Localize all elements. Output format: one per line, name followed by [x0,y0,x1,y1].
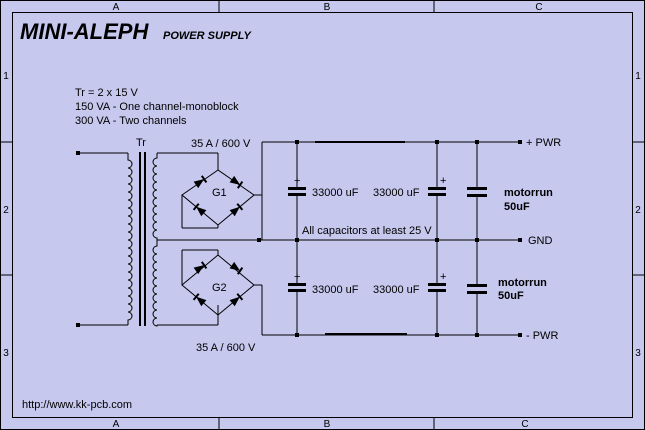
output-pos-label: + PWR [526,137,561,149]
col-label-b-bottom: B [324,419,331,430]
bridge-g1-diodes [192,175,244,217]
cap-value: 33000 uF [373,284,420,296]
col-label-a-bottom: A [113,419,120,430]
note-line: Tr = 2 x 15 V [75,87,139,99]
wiring [157,141,520,336]
col-label-b-top: B [324,2,331,13]
motorrun-label: motorrun [498,277,547,289]
junction-dots [295,140,522,337]
bridge-g2-diodes [192,261,244,307]
col-label-c-bottom: C [521,419,528,430]
cap-value: 33000 uF [373,187,420,199]
plus-sign: + [440,175,446,187]
plus-sign: + [294,175,300,187]
transformer [76,151,158,327]
row-label-1-right: 1 [635,71,641,82]
bridge-g1-label: G1 [212,187,227,199]
inner-frame [12,12,633,418]
row-label-3-right: 3 [635,348,641,359]
row-label-2-left: 2 [3,205,9,216]
row-label-2-right: 2 [635,205,641,216]
note-line: 150 VA - One channel-monoblock [75,101,239,113]
col-label-a-top: A [113,2,120,13]
cap-value: 33000 uF [312,187,359,199]
motorrun-label: motorrun [504,187,553,199]
motorrun-value: 50uF [504,201,530,213]
col-label-c-top: C [535,2,542,13]
bridge-g2-label: G2 [212,282,227,294]
plus-sign: + [440,271,446,283]
note-line: 300 VA - Two channels [75,115,187,127]
bridge-g1-rating: 35 A / 600 V [191,138,251,150]
row-label-1-left: 1 [3,71,9,82]
website-url: http://www.kk-pcb.com [22,399,132,411]
capacitor-bank [288,142,487,335]
page-subtitle: POWER SUPPLY [163,30,252,42]
row-label-3-left: 3 [3,348,9,359]
cap-value: 33000 uF [312,284,359,296]
transformer-label: Tr [136,137,146,149]
page-title: MINI-ALEPH [20,19,149,44]
bridge-g2-rating: 35 A / 600 V [196,342,256,354]
motorrun-value: 50uF [498,290,524,302]
output-neg-label: - PWR [526,330,558,342]
output-gnd-label: GND [528,235,553,247]
capacitor-note: All capacitors at least 25 V [302,225,432,237]
plus-sign: + [294,271,300,283]
